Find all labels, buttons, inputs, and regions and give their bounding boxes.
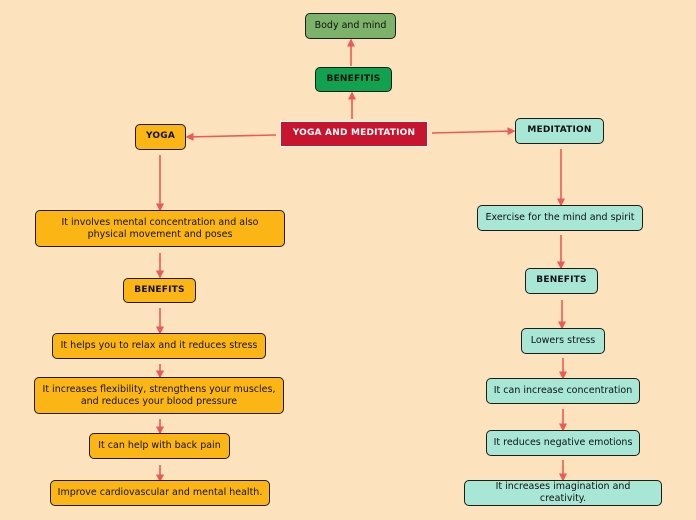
arrow-center-to-meditation xyxy=(431,127,516,136)
meditation-benefit-3-node[interactable]: It reduces negative emotions xyxy=(486,430,640,456)
meditation-description-label: Exercise for the mind and spirit xyxy=(485,212,635,224)
yoga-benefits-label: BENEFITS xyxy=(134,284,185,295)
yoga-benefit-4-node[interactable]: Improve cardiovascular and mental health… xyxy=(50,480,270,506)
meditation-benefit-2-node[interactable]: It can increase concentration xyxy=(486,378,640,404)
body-and-mind-label: Body and mind xyxy=(314,20,387,32)
benefitis-node[interactable]: BENEFITIS xyxy=(315,67,392,92)
meditation-benefits-label: BENEFITS xyxy=(536,275,587,286)
yoga-benefit-4-label: Improve cardiovascular and mental health… xyxy=(57,487,263,499)
yoga-label: YOGA xyxy=(146,131,175,142)
body-and-mind-node[interactable]: Body and mind xyxy=(305,13,396,39)
meditation-benefits-node[interactable]: BENEFITS xyxy=(525,268,598,294)
yoga-description-node[interactable]: It involves mental concentration and als… xyxy=(35,210,285,247)
yoga-benefit-3-label: It can help with back pain xyxy=(98,440,221,452)
yoga-benefit-3-node[interactable]: It can help with back pain xyxy=(89,433,230,459)
meditation-node[interactable]: MEDITATION xyxy=(515,118,604,144)
yoga-benefits-node[interactable]: BENEFITS xyxy=(123,278,196,303)
central-topic-label: YOGA AND MEDITATION xyxy=(292,128,416,139)
meditation-benefit-3-label: It reduces negative emotions xyxy=(493,437,633,449)
meditation-benefit-4-node[interactable]: It increases imagination and creativity. xyxy=(464,480,662,506)
meditation-benefit-1-node[interactable]: Lowers stress xyxy=(521,328,605,354)
meditation-benefit-1-label: Lowers stress xyxy=(530,335,596,347)
meditation-benefit-4-label: It increases imagination and creativity. xyxy=(495,481,631,504)
yoga-description-label: It involves mental concentration and als… xyxy=(61,216,259,240)
yoga-benefit-2-node[interactable]: It increases flexibility, strengthens yo… xyxy=(34,377,284,414)
yoga-benefit-1-node[interactable]: It helps you to relax and it reduces str… xyxy=(52,333,266,359)
meditation-description-node[interactable]: Exercise for the mind and spirit xyxy=(477,205,643,231)
arrow-center-to-yoga xyxy=(185,132,277,141)
meditation-label: MEDITATION xyxy=(527,125,592,136)
yoga-benefit-2-label: It increases flexibility, strengthens yo… xyxy=(42,383,276,407)
meditation-benefit-2-label: It can increase concentration xyxy=(493,385,633,397)
yoga-benefit-1-label: It helps you to relax and it reduces str… xyxy=(60,340,258,352)
yoga-node[interactable]: YOGA xyxy=(135,124,186,150)
yoga-and-meditation-node[interactable]: YOGA AND MEDITATION xyxy=(280,121,428,147)
benefitis-label: BENEFITIS xyxy=(326,73,381,84)
